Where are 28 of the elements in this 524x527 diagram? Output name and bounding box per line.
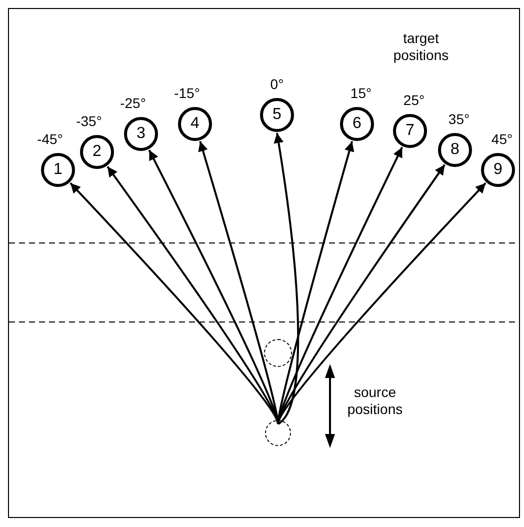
target-circle: 9 bbox=[481, 153, 515, 187]
arrow bbox=[277, 182, 486, 424]
arrow bbox=[148, 150, 279, 424]
position-label: target positions bbox=[392, 30, 450, 64]
arrow bbox=[277, 164, 446, 424]
angle-label: -35° bbox=[75, 113, 103, 129]
target-circle: 4 bbox=[178, 107, 212, 141]
dashed-circle bbox=[265, 420, 291, 446]
arrow bbox=[106, 166, 279, 424]
angle-label: -25° bbox=[119, 95, 147, 111]
target-circle: 8 bbox=[438, 133, 472, 167]
angle-label: 35° bbox=[447, 111, 471, 127]
angle-label: 0° bbox=[269, 76, 285, 92]
angle-label: -15° bbox=[173, 85, 201, 101]
angle-label: 25° bbox=[402, 92, 426, 108]
position-label: source positions bbox=[346, 384, 404, 418]
target-circle: 2 bbox=[80, 135, 114, 169]
angle-label: -45° bbox=[36, 131, 64, 147]
target-circle: 7 bbox=[393, 114, 427, 148]
target-circle: 1 bbox=[41, 153, 75, 187]
arrow bbox=[274, 132, 300, 425]
target-circle: 5 bbox=[260, 98, 294, 132]
target-circle: 6 bbox=[340, 107, 374, 141]
target-circle: 3 bbox=[124, 117, 158, 151]
angle-label: 15° bbox=[349, 85, 373, 101]
arrow bbox=[70, 182, 279, 424]
angle-label: 45° bbox=[490, 131, 514, 147]
dashed-circle bbox=[264, 339, 292, 367]
